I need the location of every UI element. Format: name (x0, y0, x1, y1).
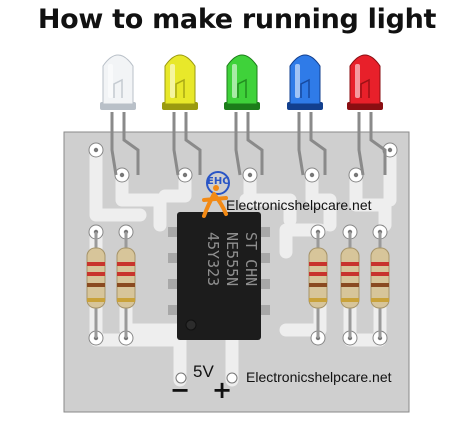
negative-terminal-pad (175, 372, 187, 384)
resistor (116, 232, 136, 338)
chip-pin-left (168, 279, 180, 289)
resistor (308, 232, 328, 338)
pad-hole (247, 172, 253, 178)
pad-hole (93, 147, 99, 153)
pad-hole (119, 172, 125, 178)
pad-hole (182, 172, 188, 178)
chip-pin-right (258, 227, 270, 237)
chip-pin-left (168, 305, 180, 315)
chip-marking-line-2: NE555N (223, 232, 241, 286)
solder-pads (88, 142, 398, 346)
chip-pin-right (258, 279, 270, 289)
resistor (86, 232, 106, 338)
resistor-group (86, 232, 390, 338)
chip-pin-left (168, 227, 180, 237)
chip-pins (168, 227, 270, 315)
led-white (100, 54, 140, 176)
page-title: How to make running light (37, 4, 437, 35)
positive-terminal-label: + (212, 376, 233, 404)
pad-hole (387, 147, 393, 153)
voltage-label: 5V (193, 362, 214, 381)
led-red (347, 54, 387, 176)
led-blue (287, 54, 327, 176)
pad-hole (353, 172, 359, 178)
ne555-chip: ST CHN NE555N 45Y323 (168, 212, 270, 340)
ehc-logo-icon (202, 171, 230, 218)
led-row (100, 54, 387, 176)
positive-terminal-pad (226, 372, 238, 384)
chip-pin1-dot (185, 319, 197, 331)
chip-marking-line-3: 45Y323 (204, 232, 222, 286)
chip-pin-right (258, 253, 270, 263)
resistor (340, 232, 360, 338)
chip-body (177, 212, 261, 340)
pad-hole (309, 172, 315, 178)
website-label-bottom: Electronicshelpcare.net (246, 369, 392, 385)
website-label-top: Electronicshelpcare.net (226, 197, 372, 213)
chip-pin-right (258, 305, 270, 315)
logo-text: EHC (207, 176, 230, 187)
led-yellow (162, 54, 202, 176)
led-green (224, 54, 264, 176)
negative-terminal-label: − (170, 376, 191, 404)
chip-pin-left (168, 253, 180, 263)
resistor (370, 232, 390, 338)
chip-marking-line-1: ST CHN (242, 232, 260, 286)
